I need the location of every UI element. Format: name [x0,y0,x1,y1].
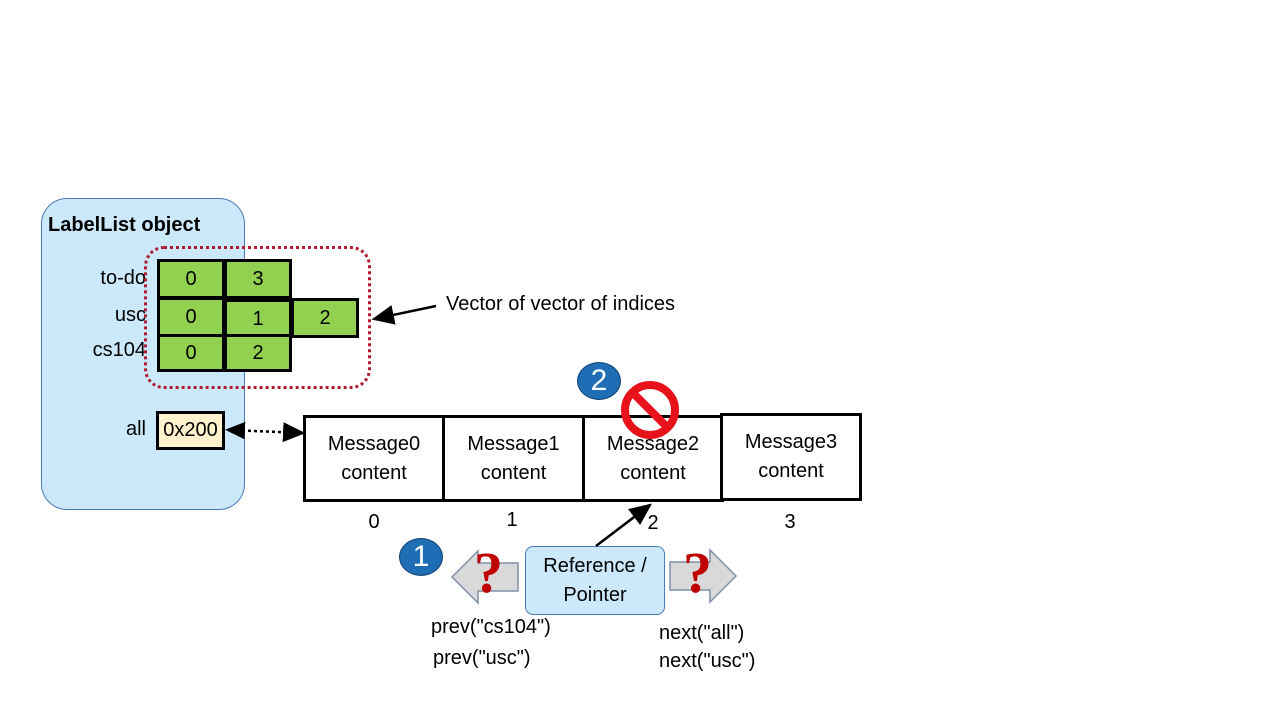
message-title: Message1 [467,432,560,455]
question-mark-prev-icon: ? [474,540,503,605]
reference-pointer-box: Reference / Pointer [525,546,665,615]
message-content: content [341,461,407,484]
message-index-1: 1 [506,509,518,531]
message-index-2: 2 [647,512,659,534]
pointer-link-arrow [225,421,306,443]
message-index-0: 0 [368,511,380,533]
reference-line2: Pointer [563,583,627,606]
prev-call-usc: prev("usc") [433,647,531,669]
next-call-all: next("all") [659,622,745,644]
row-label-usc: usc [114,304,146,326]
index-vectors-frame [144,246,371,389]
next-arrow-icon [669,548,738,604]
annotation-arrow [371,304,437,325]
message-box-3: Message3 content [720,413,862,501]
prev-arrow-icon [450,549,519,605]
index-cell: 0 [157,334,225,372]
message-box-2: Message2 content [582,415,724,502]
message-title: Message0 [327,432,421,455]
index-cell: 3 [224,259,292,299]
labellist-title: LabelList object [48,214,201,236]
row-label-todo: to-do [100,267,146,289]
reference-line1: Reference / [543,554,647,577]
row-label-cs104: cs104 [92,339,146,361]
message-index-3: 3 [784,511,796,533]
message-title: Message3 [744,431,838,453]
message-content: content [620,461,686,484]
prev-call-cs104: prev("cs104") [431,616,551,638]
index-cell: 2 [291,298,359,338]
message-content: content [758,460,824,482]
step-badge-2: 2 [577,362,621,400]
message-box-0: Message0 content [303,415,445,502]
next-call-usc: next("usc") [659,650,756,672]
all-label: all [125,418,146,440]
index-cell: 0 [157,297,225,337]
step-badge-1: 1 [399,538,443,576]
message-title: Message2 [606,432,700,455]
all-pointer-value: 0x200 [156,411,225,450]
message-box-1: Message1 content [442,415,585,502]
question-mark-next-icon: ? [683,540,712,605]
message-content: content [480,461,547,484]
reference-arrow [595,503,652,547]
index-cell: 2 [224,334,292,372]
no-entry-icon [621,381,679,439]
vector-annotation: Vector of vector of indices [446,293,676,315]
